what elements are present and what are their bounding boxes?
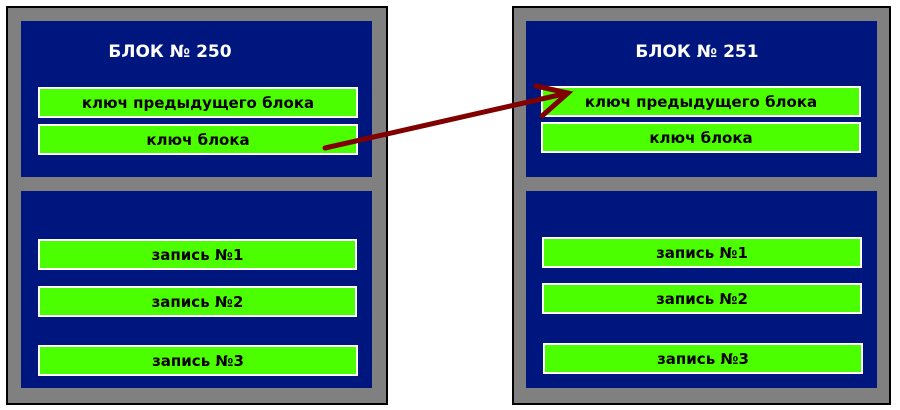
block-250-record-3: запись №3 [38, 345, 358, 376]
arrow-shaft [322, 90, 571, 151]
block-250-key: ключ блока [38, 124, 358, 155]
arrow-head [533, 83, 574, 119]
block-250-title: БЛОК № 250 [108, 42, 232, 62]
block-251-prev-key: ключ предыдущего блока [541, 86, 861, 117]
block-251-key: ключ блока [541, 122, 861, 153]
block-251-record-2: запись №2 [542, 283, 862, 314]
block-250-record-1: запись №1 [38, 239, 357, 270]
block-250-record-2: запись №2 [38, 286, 357, 317]
block-251-record-3: запись №3 [543, 343, 863, 374]
block-251-title: БЛОК № 251 [635, 42, 759, 62]
block-250-prev-key: ключ предыдущего блока [38, 87, 358, 118]
block-251-record-1: запись №1 [542, 237, 862, 268]
